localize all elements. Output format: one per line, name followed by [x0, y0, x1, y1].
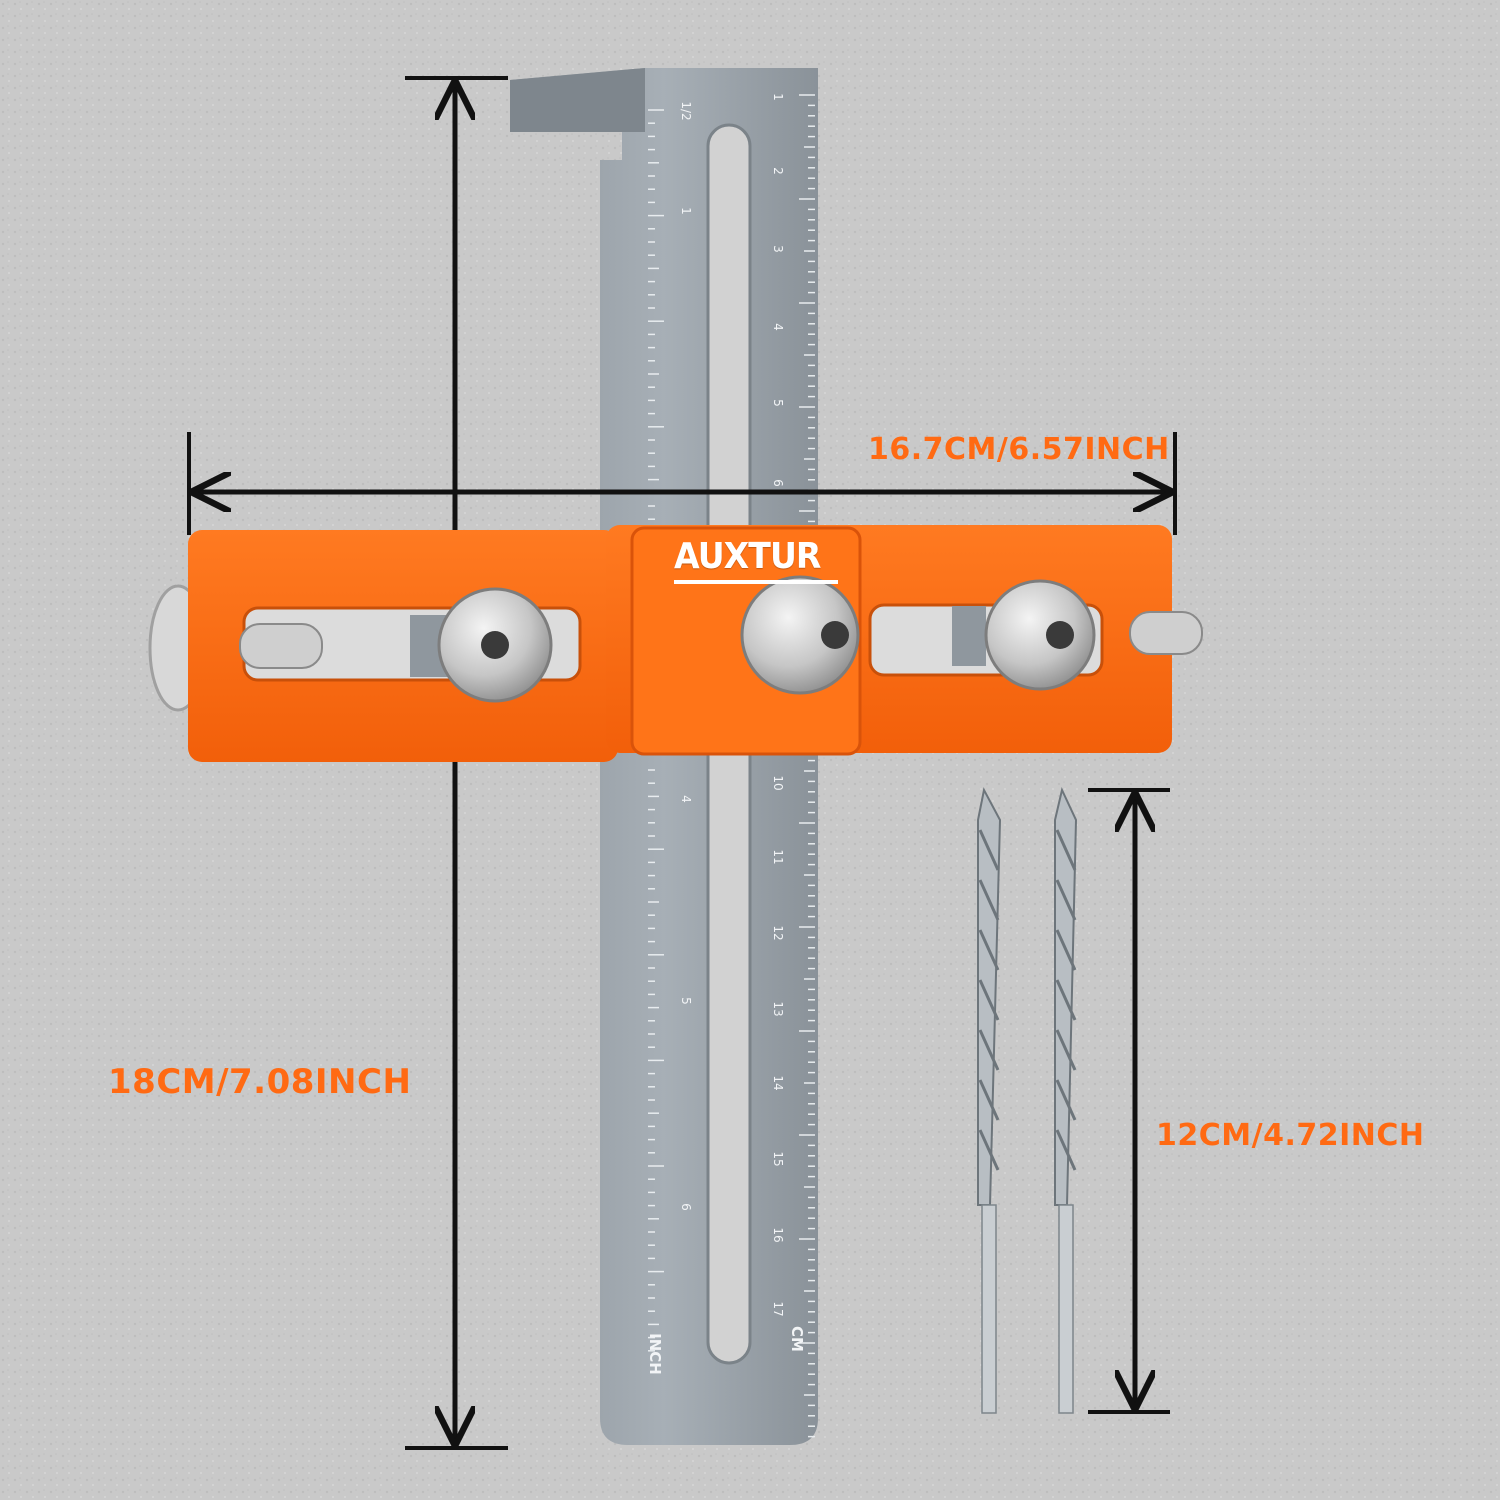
ruler-cm-number: 5	[771, 399, 785, 407]
drill-bit-length-label: 12CM/4.72INCH	[1156, 1118, 1425, 1153]
ruler-cm-number: 10	[771, 775, 785, 791]
ruler-cm-number: 13	[771, 1001, 785, 1017]
ruler-cm-number: 15	[771, 1151, 785, 1167]
height-dimension-line	[405, 76, 508, 1450]
brand-logo-underline	[674, 580, 838, 584]
ruler-cm-number: 3	[771, 245, 785, 253]
ruler-inch-unit: INCH	[646, 1333, 664, 1375]
measuring-ruler	[510, 68, 818, 1445]
center-thumb-knob	[740, 575, 860, 695]
ruler-cm-number: 1	[771, 93, 785, 101]
drill-bit-right	[1054, 786, 1078, 1414]
ruler-cm-number: 14	[771, 1075, 785, 1091]
ruler-tick-marks	[648, 94, 815, 1438]
height-dimension-label: 18CM/7.08INCH	[108, 1062, 412, 1102]
right-thumb-knob	[984, 579, 1096, 691]
ruler-inch-number: 5	[679, 997, 693, 1005]
ruler-cm-unit: CM	[788, 1326, 806, 1352]
ruler-inch-number: 4	[679, 795, 693, 803]
ruler-inch-number: 1/2	[679, 101, 693, 121]
ruler-cm-number: 17	[771, 1301, 785, 1317]
ruler-cm-number: 4	[771, 323, 785, 331]
ruler-inch-number: 1	[679, 207, 693, 215]
ruler-inch-number: 6	[679, 1203, 693, 1211]
ruler-cm-number: 11	[771, 849, 785, 865]
drill-bit-left	[977, 787, 1002, 1414]
width-dimension-line	[187, 432, 1177, 535]
ruler-cm-number: 6	[771, 479, 785, 487]
ruler-cm-number: 12	[771, 925, 785, 941]
brand-logo: AUXTUR	[674, 536, 821, 577]
ruler-cm-number: 2	[771, 167, 785, 175]
width-dimension-label: 16.7CM/6.57INCH	[868, 432, 1170, 467]
drill-bit-dimension-line	[1088, 788, 1170, 1414]
ruler-cm-number: 16	[771, 1227, 785, 1243]
right-screw-pin	[1129, 611, 1203, 655]
left-screw-pin	[239, 623, 323, 669]
